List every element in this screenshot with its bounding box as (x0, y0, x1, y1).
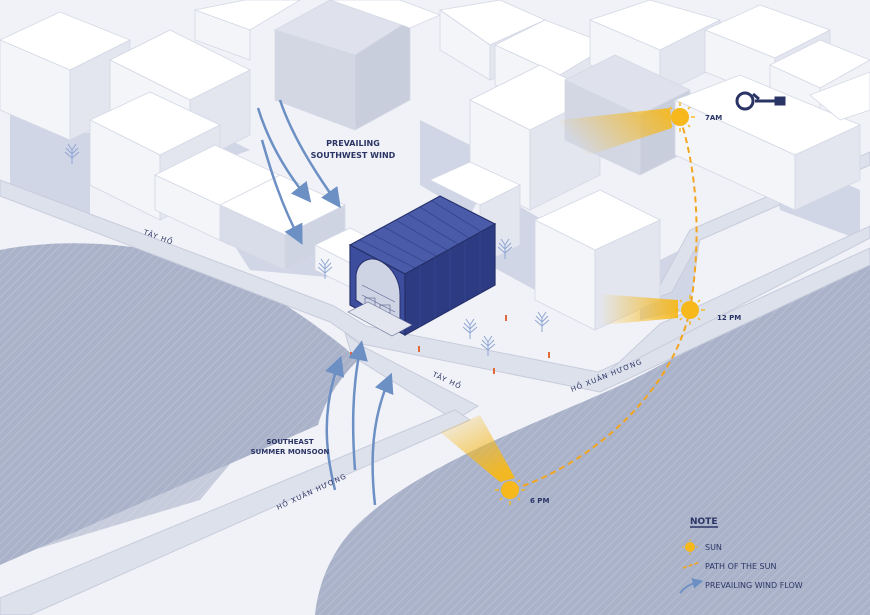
building-p (673, 74, 861, 211)
sun-beam-noon (600, 294, 678, 325)
wind-arrow-icon (679, 578, 704, 594)
label-prevailing-wind-line1: PREVAILING (326, 139, 380, 148)
sun-time-evening: 6 PM (530, 497, 549, 505)
legend-item-sun-path: PATH OF THE SUN (705, 562, 776, 571)
building-q (809, 71, 870, 121)
label-monsoon-line1: SOUTHEAST (266, 438, 314, 446)
sun-beam-morning (560, 108, 672, 158)
sun-time-morning: 7AM (705, 114, 722, 122)
legend-title: NOTE (690, 517, 717, 527)
sun-time-noon: 12 PM (717, 314, 741, 322)
tree-icon (64, 143, 550, 356)
legend-item-wind: PREVAILING WIND FLOW (705, 581, 803, 590)
lake-east (315, 255, 870, 615)
legend: NOTE SUN PATH OF THE SUN PREVAILING WIND… (679, 517, 803, 594)
feature-building (347, 195, 497, 337)
sun-icon (495, 102, 705, 505)
wind-arrow-icon (325, 340, 394, 506)
context-buildings (0, 0, 870, 331)
legend-item-sun: SUN (705, 543, 722, 552)
sun-path-legend-icon (682, 561, 701, 569)
label-monsoon-line2: SUMMER MONSOON (251, 448, 330, 456)
sun-beam-evening (440, 415, 515, 482)
label-prevailing-wind-line2: SOUTHWEST WIND (311, 151, 396, 160)
building-e (219, 174, 346, 271)
compass-icon (735, 91, 786, 111)
building-f (193, 0, 301, 61)
pond-west-cove (0, 400, 250, 560)
wind-arrow-icon (256, 99, 341, 245)
sun-icon (682, 539, 698, 555)
